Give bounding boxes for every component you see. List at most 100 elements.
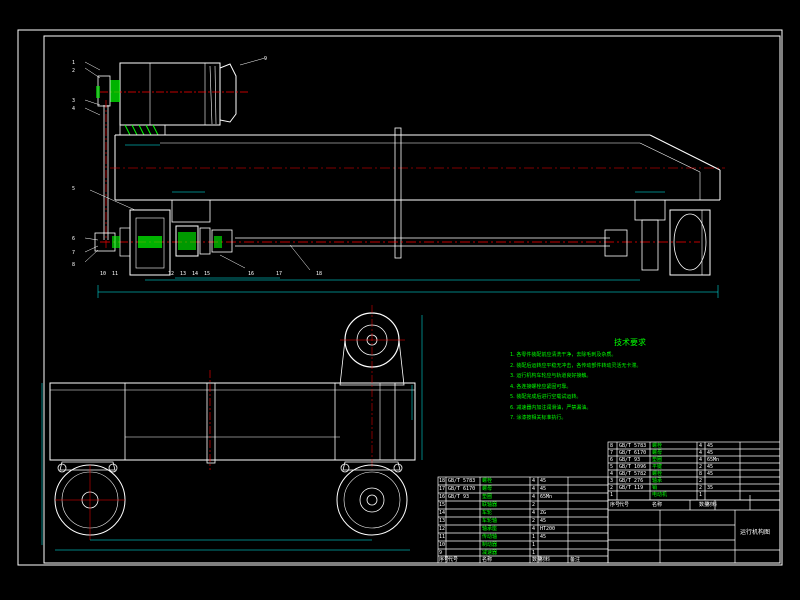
table-cell: 4 bbox=[532, 526, 536, 532]
table-cell: GB/T 6170 bbox=[448, 486, 476, 492]
technical-note: 5. 装配完成后进行空载试运转。 bbox=[510, 394, 582, 400]
table-header: 材料 bbox=[540, 557, 551, 563]
technical-note: 2. 装配后运转应平稳无冲击，各传动部件转动灵活无卡滞。 bbox=[510, 362, 642, 369]
table-cell: 7 bbox=[610, 450, 614, 456]
part-number-label: 14 bbox=[192, 271, 199, 277]
dimension-lines bbox=[97, 144, 719, 298]
table-cell: 17 bbox=[439, 486, 446, 492]
table-cell: 4 bbox=[532, 510, 536, 516]
table-header: 序号 bbox=[610, 502, 621, 508]
technical-note: 4. 各连接螺栓应紧固可靠。 bbox=[510, 383, 572, 390]
table-cell: 11 bbox=[439, 534, 446, 540]
part-number-label: 17 bbox=[276, 271, 283, 277]
table-cell: 4 bbox=[610, 471, 614, 477]
table-cell: 1 bbox=[532, 542, 536, 548]
technical-note: 3. 运行机构车轮应与轨道良好接触。 bbox=[510, 373, 592, 379]
part-number-label: 13 bbox=[180, 271, 187, 277]
table-cell: 1 bbox=[532, 550, 536, 556]
table-cell: 13 bbox=[439, 518, 446, 524]
top-pulley bbox=[339, 305, 405, 470]
table-cell: 螺栓 bbox=[652, 443, 663, 449]
technical-note: 1. 各零件装配前应清洗干净，去除毛刺及杂质。 bbox=[510, 352, 617, 358]
table-cell: GB/T 5783 bbox=[448, 478, 476, 484]
table-cell: 1 bbox=[610, 492, 614, 498]
table-cell: 8 bbox=[610, 443, 614, 449]
table-cell: 4 bbox=[699, 443, 703, 449]
table-cell: 4 bbox=[699, 457, 703, 463]
table-cell: 电动机 bbox=[652, 492, 668, 498]
table-cell: 垫圈 bbox=[482, 494, 493, 500]
table-cell: 2 bbox=[699, 464, 703, 470]
table-header: 代号 bbox=[619, 502, 630, 508]
table-cell: GB/T 5782 bbox=[619, 471, 647, 477]
table-cell: GB/T 276 bbox=[619, 478, 644, 484]
table-cell: 轴承座 bbox=[482, 526, 498, 532]
table-header: 名称 bbox=[482, 557, 493, 563]
inner-border bbox=[43, 35, 781, 564]
table-cell: 螺栓 bbox=[482, 478, 493, 484]
table-cell: 螺栓 bbox=[652, 471, 663, 477]
table-cell: 65Mn bbox=[540, 494, 553, 500]
part-number-label: 5 bbox=[72, 186, 76, 192]
table-cell: 螺母 bbox=[482, 486, 493, 492]
table-cell: 1 bbox=[699, 492, 703, 498]
table-cell: 45 bbox=[707, 471, 714, 477]
lower-parts-table bbox=[437, 476, 609, 564]
table-cell: 车轮轴 bbox=[482, 518, 498, 524]
part-number-label: 12 bbox=[168, 271, 175, 277]
table-cell: 2 bbox=[610, 485, 614, 491]
part-number-label: 10 bbox=[100, 271, 107, 277]
table-cell: 16 bbox=[439, 494, 446, 500]
table-header: 备注 bbox=[570, 557, 581, 563]
table-cell: 6 bbox=[610, 457, 614, 463]
table-cell: 2 bbox=[699, 485, 703, 491]
left-caster-wheel bbox=[54, 461, 126, 540]
outer-border bbox=[17, 29, 783, 566]
table-header: 材料 bbox=[707, 502, 718, 508]
table-cell: 9 bbox=[439, 550, 443, 556]
right-wheel-assembly bbox=[604, 199, 711, 276]
table-cell: GB/T 1096 bbox=[619, 464, 647, 470]
table-cell: 14 bbox=[439, 510, 446, 516]
table-cell: 45 bbox=[707, 443, 714, 449]
table-cell: 45 bbox=[540, 478, 547, 484]
part-number-label: 3 bbox=[72, 98, 76, 104]
table-cell: 4 bbox=[699, 450, 703, 456]
table-header: 数量 bbox=[699, 502, 710, 508]
table-cell: 螺母 bbox=[652, 450, 663, 456]
part-number-label: 6 bbox=[72, 236, 76, 242]
table-header: 数量 bbox=[532, 557, 543, 563]
part-number-label: 15 bbox=[204, 271, 211, 277]
table-cell: 15 bbox=[439, 502, 446, 508]
table-cell: 垫圈 bbox=[652, 457, 663, 463]
drawing-name: 运行机构图 bbox=[740, 529, 771, 536]
table-cell: 18 bbox=[439, 478, 446, 484]
table-cell: 2 bbox=[699, 478, 703, 484]
table-cell: 65Mn bbox=[707, 457, 720, 463]
table-cell: 传动轴 bbox=[482, 534, 498, 540]
table-cell: GB/T 93 bbox=[448, 494, 470, 500]
table-cell: 35 bbox=[707, 485, 714, 491]
table-header: 代号 bbox=[448, 557, 459, 563]
table-cell: 2 bbox=[532, 502, 536, 508]
table-cell: 车轮 bbox=[482, 510, 493, 516]
table-cell: 制动器 bbox=[482, 542, 498, 548]
part-number-label: 7 bbox=[72, 250, 76, 256]
table-cell: HT200 bbox=[540, 526, 556, 532]
table-cell: 4 bbox=[532, 478, 536, 484]
table-cell: 轴承 bbox=[652, 478, 663, 484]
table-cell: 销 bbox=[652, 485, 658, 491]
part-number-label: 9 bbox=[264, 56, 268, 62]
table-cell: 45 bbox=[540, 518, 547, 524]
table-cell: 10 bbox=[439, 542, 446, 548]
right-caster-wheel bbox=[336, 461, 408, 536]
table-cell: 联轴器 bbox=[482, 502, 498, 508]
side-view bbox=[41, 305, 423, 551]
table-cell: ZG bbox=[540, 510, 547, 516]
table-header: 序号 bbox=[439, 557, 450, 563]
coupling bbox=[171, 199, 233, 257]
part-number-label: 1 bbox=[72, 60, 76, 66]
table-cell: 45 bbox=[707, 450, 714, 456]
part-number-label: 16 bbox=[248, 271, 255, 277]
